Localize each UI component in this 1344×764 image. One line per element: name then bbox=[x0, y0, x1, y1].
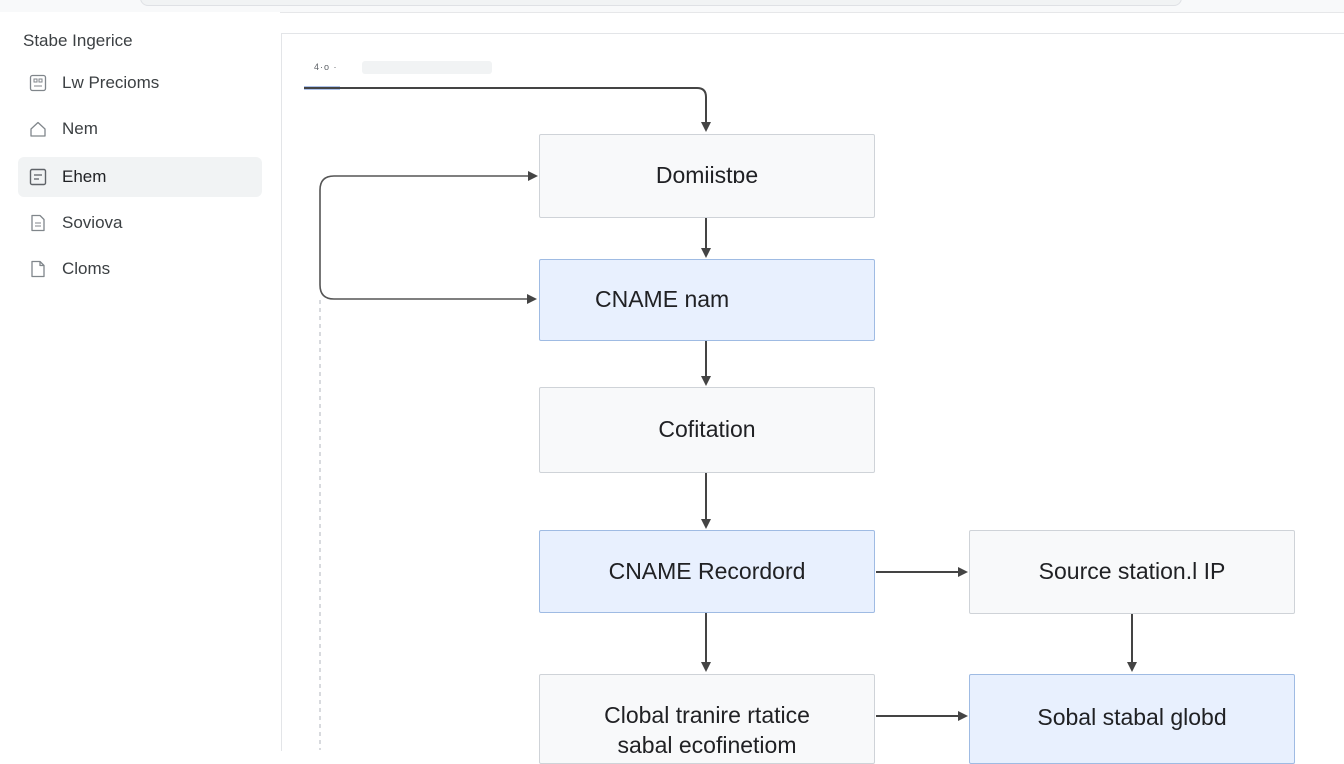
node-label: CNAME nam bbox=[595, 286, 730, 313]
sidebar-item-nem[interactable]: Nem bbox=[18, 109, 262, 149]
sidebar-item-label: Cloms bbox=[62, 259, 111, 278]
toolbar-text: 4·o · bbox=[314, 62, 338, 72]
node-label: Domiistɒe bbox=[655, 162, 759, 189]
arrow-entry bbox=[304, 87, 711, 132]
node-sobal[interactable]: Sobal stabal globd bbox=[969, 674, 1295, 764]
node-label: Cofitation bbox=[658, 416, 756, 443]
sidebar-item-ehem[interactable]: Ehem bbox=[18, 157, 262, 197]
node-label-line1: Clobal tranire rtatice bbox=[604, 702, 810, 728]
node-domain[interactable]: Domiistɒe bbox=[539, 134, 875, 218]
node-cname-record[interactable]: CNAME Recordord bbox=[539, 530, 875, 613]
sidebar-item-cloms[interactable]: Cloms bbox=[18, 249, 262, 289]
sidebar: Stabe Ingerice Lw Precioms Nem Ehem Sovi… bbox=[0, 12, 280, 750]
sidebar-item-label: Nem bbox=[62, 119, 98, 138]
loop-connector bbox=[319, 175, 537, 304]
canvas-toolbar[interactable]: 4·o · bbox=[314, 58, 338, 76]
toolbar-placeholder-bar bbox=[362, 61, 492, 74]
home-icon bbox=[29, 120, 47, 138]
document-icon bbox=[29, 214, 47, 232]
file-icon bbox=[29, 260, 47, 278]
node-label: CNAME Recordord bbox=[608, 557, 806, 584]
sidebar-item-label: Lw Precioms bbox=[62, 73, 160, 92]
sidebar-item-lw-precioms[interactable]: Lw Precioms bbox=[18, 63, 262, 103]
node-source-ip[interactable]: Source station.l IP bbox=[969, 530, 1295, 614]
browser-top-bar bbox=[0, 0, 1344, 13]
list-icon bbox=[29, 168, 47, 186]
sidebar-title: Stabe Ingerice bbox=[23, 31, 133, 50]
node-label: Source station.l IP bbox=[1038, 558, 1226, 585]
sidebar-item-label: Soviova bbox=[62, 213, 123, 232]
node-label: Sobal stabal globd bbox=[1037, 704, 1227, 730]
node-label-line2: sabal ecofinetiom bbox=[617, 731, 797, 758]
grid-icon bbox=[29, 74, 47, 92]
node-cname-name[interactable]: CNAME nam bbox=[539, 259, 875, 341]
sidebar-item-soviova[interactable]: Soviova bbox=[18, 203, 262, 243]
node-cofitation[interactable]: Cofitation bbox=[539, 387, 875, 473]
sidebar-item-label: Ehem bbox=[62, 167, 107, 186]
node-global[interactable]: Clobal tranire rtatice sabal ecofinetiom bbox=[539, 674, 875, 764]
